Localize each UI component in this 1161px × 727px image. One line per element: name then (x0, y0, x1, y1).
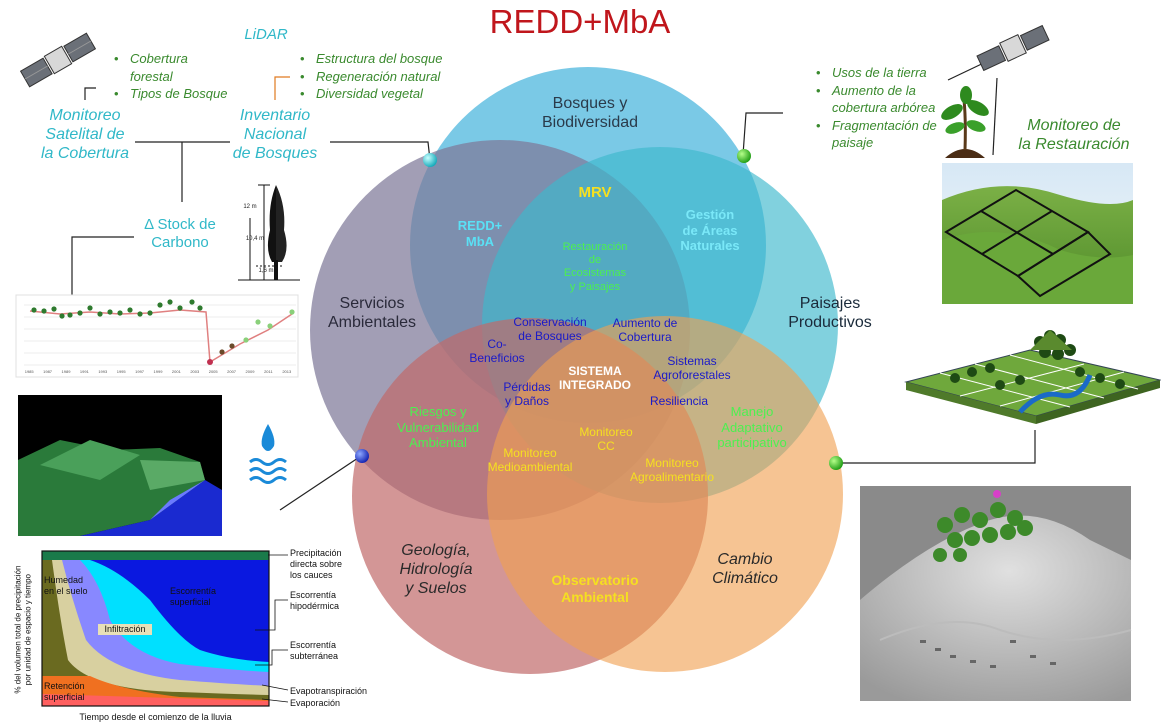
circle-cambio (487, 316, 843, 672)
bullet-estructura-bosque: Estructura del bosque (300, 50, 496, 68)
hydrograph-y-label: % del volumen total de precipitación por… (13, 565, 32, 694)
tree-dim-total: 12 m (243, 204, 257, 210)
carbon-chart-tick-label: 2007 (227, 369, 237, 374)
carbon-chart-tick-label: 2013 (282, 369, 292, 374)
page-title: REDD+MbA (489, 3, 671, 40)
label-resiliencia: Resiliencia (649, 394, 709, 408)
satellite-icon (19, 32, 97, 88)
satellite-bullet-list: Cobertura forestal Tipos de Bosque (112, 50, 260, 103)
label-evapotranspiracion: Evapotranspiración (290, 686, 368, 696)
label-lidar: LiDAR (244, 26, 288, 43)
water-icon (249, 424, 287, 484)
label-geologia: Geología, Hidrología y Suelos (399, 542, 473, 598)
carbon-chart-tick-label: 1995 (116, 369, 126, 374)
carbon-chart-tick-label: 1991 (79, 369, 89, 374)
restoration-bullet-list: Usos de la tierra Aumento de la cobertur… (814, 64, 972, 152)
label-inventario-nacional: Inventario Nacional de Bosques (232, 107, 318, 163)
carbon-chart-tick-label: 1989 (61, 369, 71, 374)
label-evaporacion: Evaporación (290, 698, 341, 708)
label-gestion-areas: Gestión de Áreas Naturales (680, 207, 740, 254)
carbon-chart-tick-label: 2011 (264, 369, 273, 374)
label-servicios-ambientales: Servicios Ambientales (327, 295, 417, 332)
venn-diagram (310, 67, 843, 674)
landscape-3d-icon (904, 330, 1161, 424)
label-conservacion: Conservación de Bosques (513, 315, 587, 344)
label-riesgos: Riesgos y Vulnerabilidad Ambiental (397, 404, 479, 451)
label-mrv: MRV (578, 184, 612, 201)
bullet-fragmentacion-paisaje: Fragmentación de paisaje (816, 117, 972, 152)
connector-node (737, 149, 751, 163)
tree-dim-base: 1,6 m (258, 268, 274, 274)
label-escorrentia-superficial-inner: Escorrentía superficial (170, 586, 217, 607)
satellite-icon (976, 24, 1050, 72)
hydrograph-x-label: Tiempo desde el comienzo de la lluvia (79, 712, 232, 722)
terrain-3d-image (18, 395, 222, 536)
restoration-photo (942, 163, 1133, 304)
tree-height-diagram (238, 184, 300, 281)
label-bosques-biodiversidad: Bosques y Biodiversidad (541, 95, 639, 132)
lidar-bullet-list: Estructura del bosque Regeneración natur… (298, 50, 496, 103)
label-sistema-integrado: SISTEMA INTEGRADO (559, 364, 631, 393)
carbon-chart-tick-label: 2001 (171, 369, 181, 374)
hydrograph-chart (41, 550, 289, 707)
carbon-chart-tick-label: 1993 (98, 369, 108, 374)
label-observatorio-ambiental: Observatorio Ambiental (551, 572, 639, 605)
label-monitoreo-restauracion: Monitoreo de la Restauración (1018, 117, 1130, 154)
bullet-regeneracion-natural: Regeneración natural (300, 68, 496, 86)
label-cambio-climatico: Cambio Climático (712, 551, 778, 588)
label-monitoreo-satelital: Monitoreo Satelital de la Cobertura (40, 107, 130, 163)
label-escorrentia-subterranea: Escorrentía subterránea (290, 640, 339, 661)
label-manejo-adaptativo: Manejo Adaptativo participativo (717, 404, 787, 451)
label-humedad-suelo: Humedad en el suelo (44, 575, 88, 596)
tree-dim-crown: 10,4 m (245, 236, 265, 242)
label-monitoreo-medioambiental: Monitoreo Medioambiental (487, 446, 573, 475)
label-co-beneficios: Co- Beneficios (469, 337, 525, 366)
label-delta-stock-carbono: Δ Stock de Carbono (144, 216, 216, 251)
connector-node (355, 449, 369, 463)
bullet-usos-tierra: Usos de la tierra (816, 64, 972, 82)
label-infiltracion: Infiltración (98, 624, 152, 635)
label-sistemas-agroforestales: Sistemas Agroforestales (653, 354, 731, 383)
carbon-chart-tick-label: 2003 (190, 369, 200, 374)
label-monitoreo-agroalimentario: Monitoreo Agroalimentario (629, 456, 715, 485)
label-retencion-superficial: Retención superficial (44, 681, 85, 702)
label-restauracion: Restauración de Ecosistemas y Paisajes (562, 241, 628, 293)
carbon-chart-tick-label: 1997 (135, 369, 145, 374)
bullet-cobertura-forestal: Cobertura forestal (114, 50, 260, 85)
bullet-tipos-bosque: Tipos de Bosque (114, 85, 260, 103)
relief-model (860, 486, 1132, 701)
carbon-chart-tick-label: 2009 (245, 369, 255, 374)
label-aumento-cobertura: Aumento de Cobertura (612, 316, 678, 345)
connector-node (423, 153, 437, 167)
carbon-chart-tick-label: 1999 (153, 369, 163, 374)
bullet-diversidad-vegetal: Diversidad vegetal (300, 85, 496, 103)
carbon-chart-x-axis: 1985 1987 1989 1991 1993 1995 1997 1999 2001 2003… (20, 369, 296, 377)
label-redd-mba: REDD+ MbA (457, 218, 503, 249)
label-paisajes-productivos: Paisajes Productivos (788, 295, 872, 332)
carbon-chart-tick-label: 1985 (24, 369, 34, 374)
label-perdidas-danos: Pérdidas y Daños (503, 380, 551, 409)
label-monitoreo-cc: Monitoreo CC (579, 425, 633, 454)
bullet-aumento-cobertura-arborea: Aumento de la cobertura arbórea (816, 82, 972, 117)
label-precipitacion-directa: Precipitación directa sobre los cauces (290, 548, 343, 580)
label-escorrentia-hipodermica: Escorrentía hipodérmica (290, 590, 340, 611)
carbon-stock-chart (15, 294, 299, 378)
carbon-chart-tick-label: 2005 (208, 369, 218, 374)
connector-node (829, 456, 843, 470)
carbon-chart-tick-label: 1987 (43, 369, 53, 374)
